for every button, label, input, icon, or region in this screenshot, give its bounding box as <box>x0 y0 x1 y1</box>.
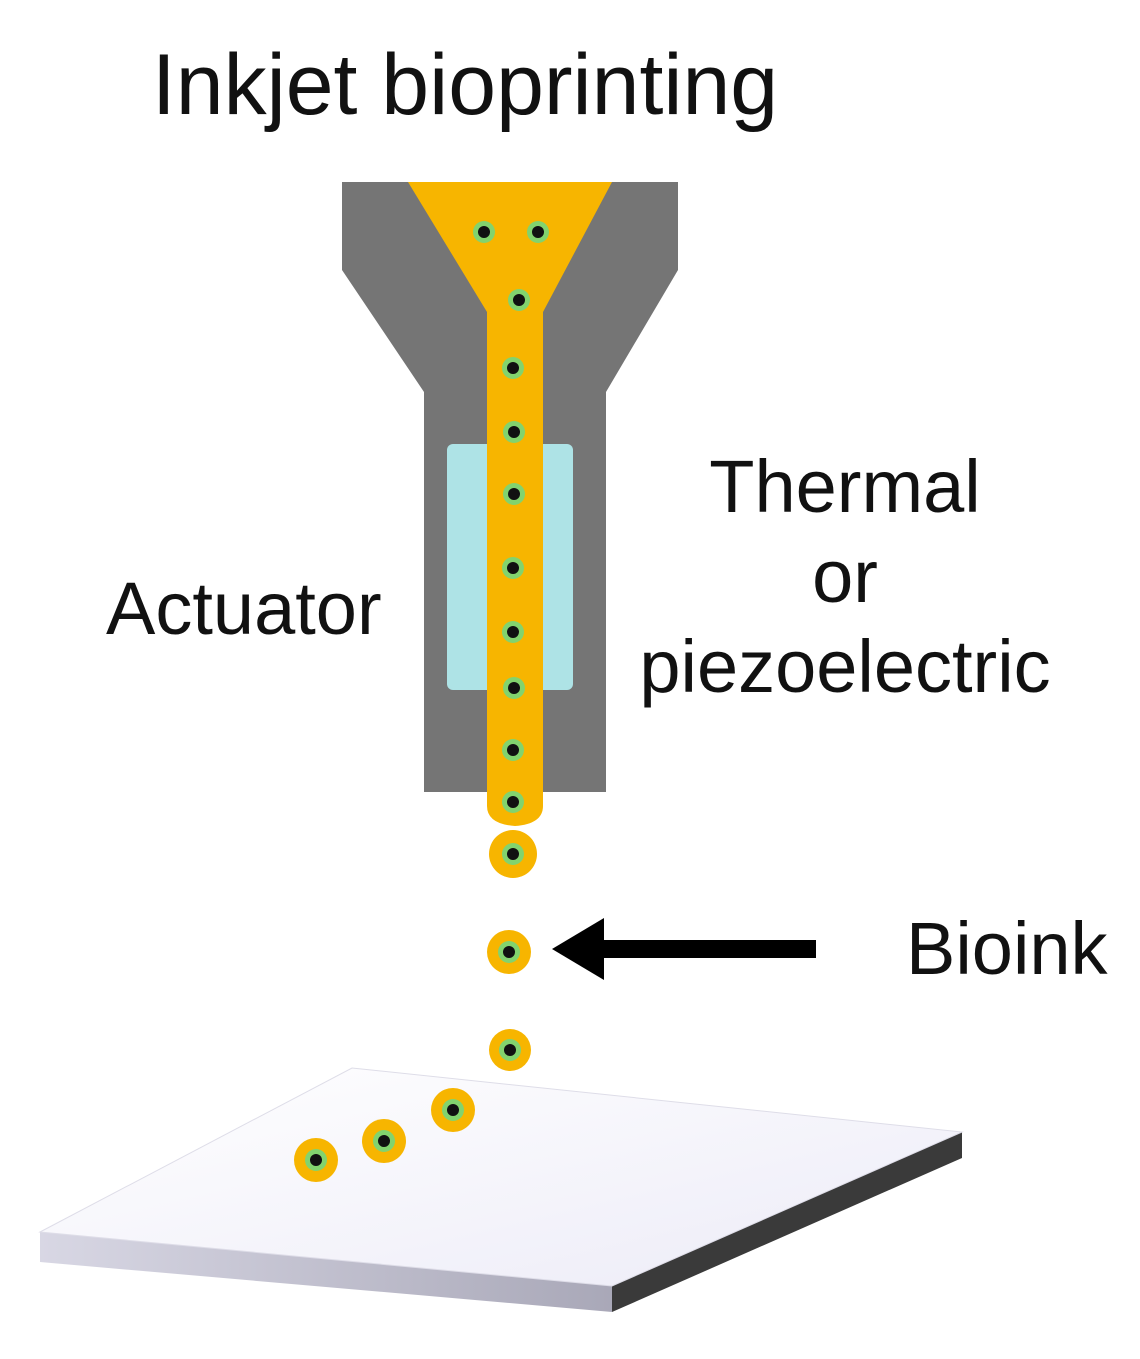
cells-in-channel <box>473 221 549 813</box>
cell <box>503 421 525 443</box>
bioink-arrow <box>552 918 816 980</box>
mechanism-label-or: or <box>812 535 878 618</box>
mechanism-label-piezoelectric: piezoelectric <box>639 625 1051 708</box>
substrate-plate <box>38 1067 964 1312</box>
cell <box>503 677 525 699</box>
cell <box>503 483 525 505</box>
bioink-droplet <box>294 1138 338 1182</box>
cell <box>502 557 524 579</box>
bioink-droplet <box>362 1119 406 1163</box>
bioink-droplet <box>431 1088 475 1132</box>
cell <box>502 739 524 761</box>
cell <box>502 791 524 813</box>
ejected-droplets <box>294 830 537 1182</box>
bioink-droplet <box>487 930 531 974</box>
cell <box>508 289 530 311</box>
diagram-title: Inkjet bioprinting <box>151 37 779 133</box>
bioink-droplet <box>489 1029 531 1071</box>
mechanism-label-thermal: Thermal <box>709 445 981 528</box>
bioink-label: Bioink <box>906 907 1108 990</box>
actuator-label: Actuator <box>106 567 382 650</box>
cell <box>527 221 549 243</box>
cell <box>502 357 524 379</box>
bioink-droplet <box>489 830 537 878</box>
cell <box>473 221 495 243</box>
cell <box>502 621 524 643</box>
